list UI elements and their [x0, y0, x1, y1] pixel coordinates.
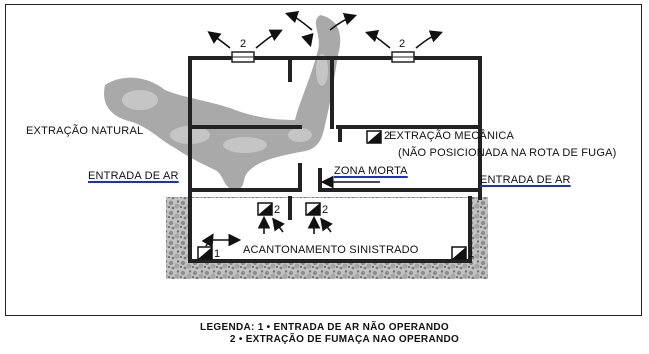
marker-number-basement-a: 2 — [274, 204, 281, 216]
marker-box-entrada-right — [451, 246, 467, 260]
marker-box-basement-b — [305, 202, 321, 216]
marker-number-roof-right: 2 — [399, 38, 406, 50]
marker-number-entrada-left: 1 — [214, 248, 221, 260]
smoke-highlights — [122, 54, 328, 153]
marker-box-mecanica — [366, 130, 382, 144]
building-walls — [188, 56, 482, 263]
legend-line-2: 2 • EXTRAÇÃO DE FUMAÇA NAO OPERANDO — [229, 334, 460, 345]
label-nao-posicionada: (NÃO POSICIONADA NA ROTA DE FUGA) — [398, 147, 617, 159]
label-entrada-ar-left: ENTRADA DE AR — [88, 170, 179, 182]
marker-box-entrada-left — [197, 246, 213, 260]
marker-box-basement-a — [257, 202, 273, 216]
label-extracao-mecanica: EXTRAÇÃO MECÂNICA — [389, 130, 515, 142]
marker-number-roof-left: 2 — [240, 38, 247, 50]
label-entrada-ar-right: ENTRADA DE AR — [480, 174, 571, 186]
legend-line-1: LEGENDA: 1 • ENTRADA DE AR NÃO OPERANDO — [200, 322, 449, 333]
diagram-frame — [5, 4, 642, 316]
roof-arrows — [207, 10, 443, 49]
label-extracao-natural: EXTRAÇÃO NATURAL — [26, 125, 144, 137]
marker-number-entrada-right: 1 — [468, 248, 475, 260]
roof-vent-left — [231, 51, 255, 63]
basement-arrows — [201, 215, 333, 248]
marker-number-mecanica: 2 — [384, 130, 391, 142]
label-acantonamento: ACANTONAMENTO SINISTRADO — [243, 244, 419, 256]
marker-number-basement-b: 2 — [322, 204, 329, 216]
label-zona-morta: ZONA MORTA — [334, 165, 408, 177]
smoke-plume — [104, 15, 341, 190]
roof-vent-right — [391, 51, 415, 63]
